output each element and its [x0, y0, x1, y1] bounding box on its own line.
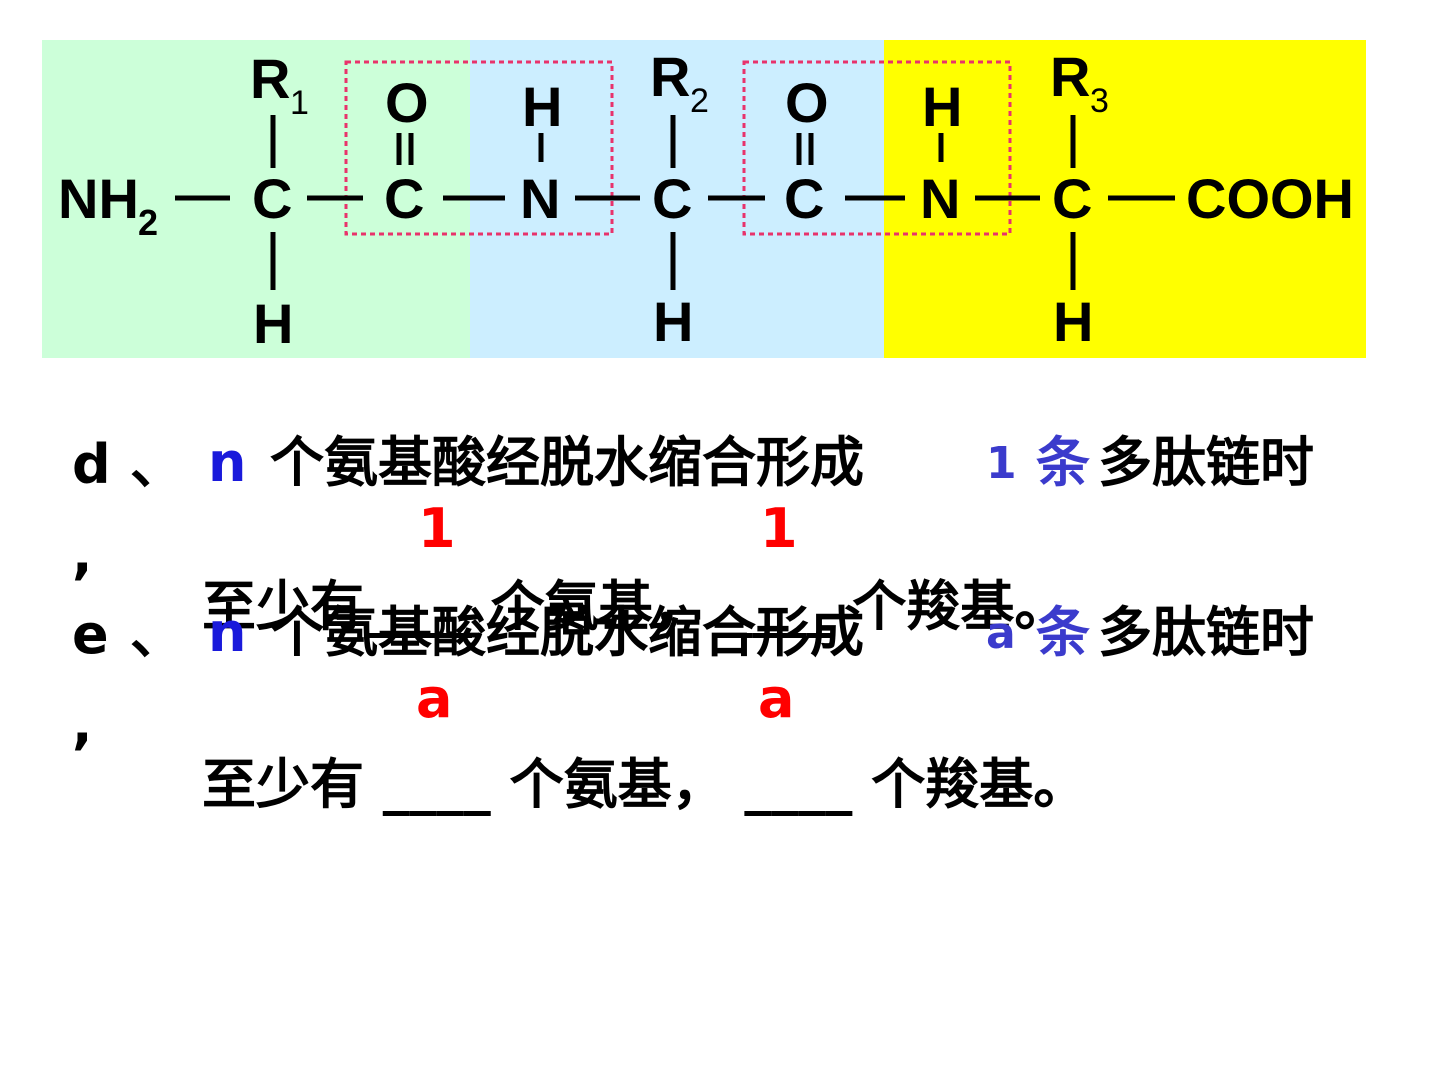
question-d-text: 个氨基酸经脱水缩合形成 — [270, 431, 864, 494]
backbone-bonds — [175, 115, 1175, 290]
question-e-text-end: 多肽链时 — [1098, 601, 1314, 664]
peptide-bond-box-2 — [742, 60, 1012, 236]
carbonyl-carbon-1: C — [384, 167, 424, 230]
question-e-subtext: 至少有 ____ 个氨基， ____ 个羧基。 — [202, 753, 1088, 816]
question-e-prefix: e — [72, 603, 109, 666]
amide-nitrogen-2: N — [920, 167, 960, 230]
answer-d-carboxyl: 1 — [760, 497, 798, 560]
question-d-count: 1 — [986, 438, 1017, 489]
amino-group-label: NH — [58, 167, 139, 230]
answer-e-amino: a — [416, 667, 453, 730]
question-d-separator: 、 — [130, 433, 184, 496]
question-d-comma: , — [72, 523, 93, 586]
carboxyl-group-label: COOH — [1186, 167, 1354, 230]
peptide-bond-box-1 — [344, 60, 614, 236]
question-d-subtext: 至少有____ 个氨基， ____ 个羧基。 — [202, 575, 1069, 638]
answer-d-amino: 1 — [418, 497, 456, 560]
alpha-carbon-1: C — [252, 167, 292, 230]
peptide-structure-diagram: NH 2 C C N C C N C COOH O H O H R 1 R 2 … — [42, 40, 1366, 358]
alpha-carbon-3: C — [1052, 167, 1092, 230]
carbonyl-oxygen-1: O — [385, 71, 429, 134]
alpha-hydrogen-2: H — [653, 290, 693, 353]
question-d-prefix: d — [72, 433, 111, 496]
alpha-carbon-2: C — [652, 167, 692, 230]
side-chain-r2: R — [650, 45, 690, 108]
carbonyl-carbon-2: C — [784, 167, 824, 230]
carbonyl-oxygen-2: O — [785, 71, 829, 134]
amide-hydrogen-1: H — [522, 75, 562, 138]
side-chain-r1-subscript: 1 — [290, 84, 309, 122]
question-d-text-end: 多肽链时 — [1098, 431, 1314, 494]
amide-hydrogen-2: H — [922, 75, 962, 138]
question-d-unit: 条 — [1036, 431, 1090, 494]
question-e-separator: 、 — [130, 603, 184, 666]
question-e-text: 个氨基酸经脱水缩合形成 — [270, 601, 864, 664]
question-e-unit: 条 — [1036, 601, 1090, 664]
question-e-count: a — [986, 608, 1016, 659]
amino-group-subscript: 2 — [138, 202, 158, 243]
amino-acid-1-region — [42, 40, 470, 358]
amino-acid-2-region — [470, 40, 884, 358]
question-e-comma: , — [72, 693, 93, 756]
question-e-variable: n — [208, 601, 247, 664]
side-chain-r1: R — [250, 47, 290, 110]
answer-e-carboxyl: a — [758, 667, 795, 730]
side-chain-r2-subscript: 2 — [690, 82, 709, 120]
alpha-hydrogen-1: H — [253, 292, 293, 355]
alpha-hydrogen-3: H — [1053, 290, 1093, 353]
amide-nitrogen-1: N — [520, 167, 560, 230]
question-d-variable: n — [208, 431, 247, 494]
side-chain-r3-subscript: 3 — [1090, 82, 1109, 120]
side-chain-r3: R — [1050, 45, 1090, 108]
